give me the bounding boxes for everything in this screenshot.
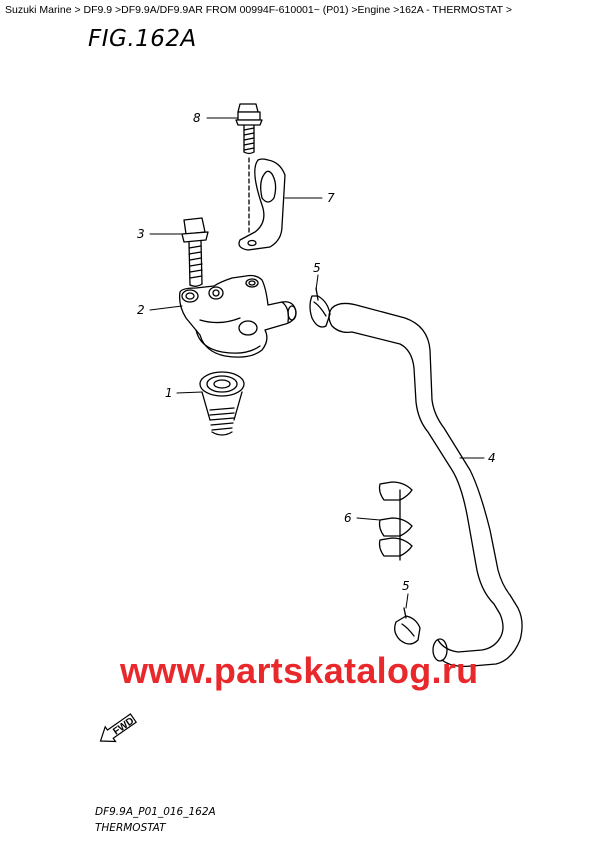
leader-5-top (315, 274, 319, 291)
callout-4: 4 (488, 451, 496, 465)
callout-6: 6 (344, 511, 352, 525)
part-4-hose[interactable] (328, 302, 523, 668)
callout-3: 3 (137, 227, 145, 241)
figure-title: FIG.162A (88, 26, 197, 52)
callout-8: 8 (193, 111, 201, 125)
watermark: www.partskatalog.ru (120, 650, 479, 691)
part-5-clip-top[interactable] (309, 287, 331, 328)
callout-5-top: 5 (313, 261, 321, 275)
leader-6 (356, 517, 381, 521)
part-2-thermostat-housing[interactable] (178, 274, 297, 358)
leader-2 (149, 305, 183, 311)
callout-2: 2 (137, 303, 145, 317)
part-6-clamp[interactable] (378, 481, 413, 561)
fwd-arrow-icon: FWD (99, 713, 138, 743)
diagram-caption: THERMOSTAT (95, 822, 166, 834)
diagram-code: DF9.9A_P01_016_162A (95, 806, 216, 818)
leader-1 (176, 391, 203, 394)
leader-5-bottom (405, 593, 409, 609)
part-3-bolt[interactable] (181, 217, 209, 287)
callout-7: 7 (327, 191, 335, 205)
part-7-bracket[interactable] (238, 158, 286, 251)
breadcrumb[interactable]: Suzuki Marine > DF9.9 >DF9.9A/DF9.9AR FR… (5, 4, 512, 16)
part-8-bolt[interactable] (235, 103, 263, 236)
callout-5-bottom: 5 (402, 579, 410, 593)
callout-1: 1 (165, 386, 173, 400)
part-5-clip-bottom[interactable] (394, 607, 421, 645)
part-1-thermostat[interactable] (199, 371, 245, 436)
